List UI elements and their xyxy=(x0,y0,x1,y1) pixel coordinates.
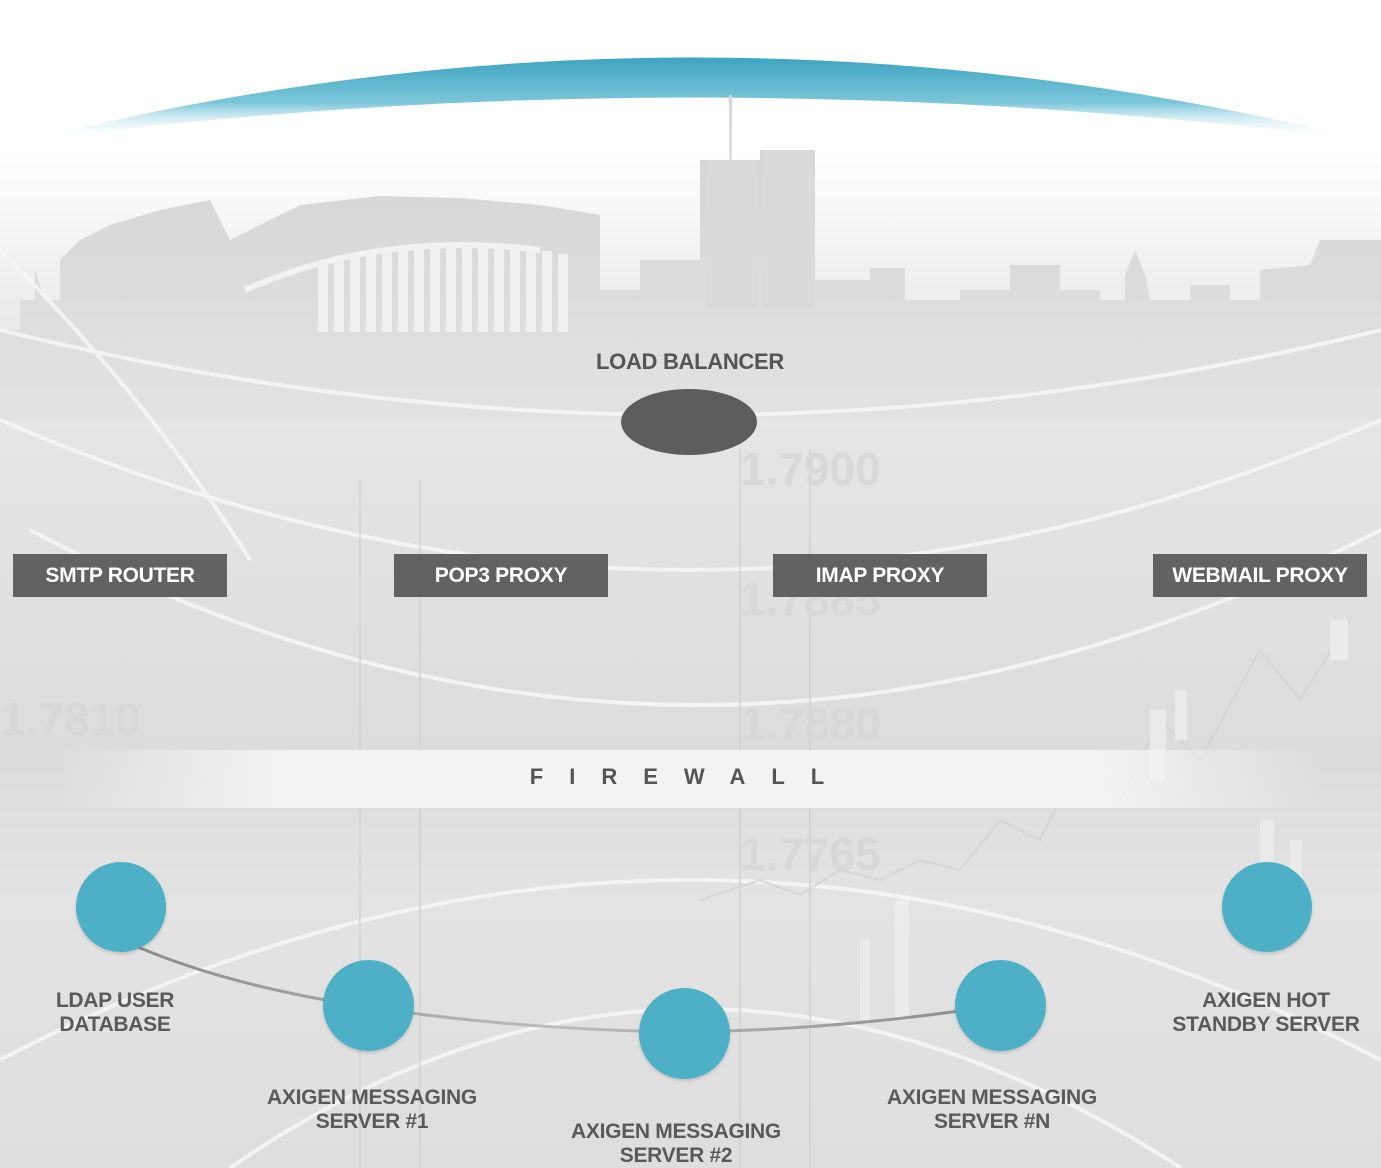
firewall-label: FIREWALL xyxy=(529,764,851,789)
hot-standby-label-line2: STANDBY SERVER xyxy=(1172,1013,1360,1036)
messaging-server-n-label: AXIGEN MESSAGING SERVER #N xyxy=(832,1086,1152,1134)
stadium-bars xyxy=(318,245,568,332)
messaging-server-n-label-line1: AXIGEN MESSAGING xyxy=(887,1086,1097,1109)
messaging-server-1-label: AXIGEN MESSAGING SERVER #1 xyxy=(212,1086,532,1134)
ldap-database-label-line2: DATABASE xyxy=(59,1013,171,1036)
imap-proxy-box[interactable]: IMAP PROXY xyxy=(773,554,987,597)
messaging-server-2-label-line1: AXIGEN MESSAGING xyxy=(571,1120,781,1143)
messaging-server-1-label-line2: SERVER #1 xyxy=(315,1110,429,1133)
hot-standby-label: AXIGEN HOT STANDBY SERVER xyxy=(1106,989,1381,1037)
messaging-server-n-label-line2: SERVER #N xyxy=(934,1110,1050,1133)
firewall-band xyxy=(60,750,1320,808)
messaging-server-2-label-line2: SERVER #2 xyxy=(619,1144,733,1167)
pop3-proxy-box[interactable]: POP3 PROXY xyxy=(394,554,608,597)
load-balancer-node[interactable] xyxy=(621,389,757,455)
messaging-server-n-node[interactable] xyxy=(955,960,1046,1051)
hot-standby-node[interactable] xyxy=(1222,862,1312,952)
messaging-server-2-node[interactable] xyxy=(639,988,730,1079)
internet-arc xyxy=(0,0,1381,150)
bg-figure-5: 1.7810 xyxy=(0,693,141,745)
ldap-database-node[interactable] xyxy=(76,862,166,952)
bg-figure-3: 1.7880 xyxy=(740,698,881,750)
messaging-server-2-label: AXIGEN MESSAGING SERVER #2 xyxy=(516,1120,836,1168)
messaging-server-1-label-line1: AXIGEN MESSAGING xyxy=(267,1086,477,1109)
load-balancer-label: LOAD BALANCER xyxy=(596,349,784,374)
background-candles xyxy=(860,620,1348,1020)
city-skyline xyxy=(0,95,1381,420)
bg-figure-1: 1.7900 xyxy=(740,443,881,495)
webmail-proxy-box[interactable]: WEBMAIL PROXY xyxy=(1153,554,1367,597)
ldap-database-label-line1: LDAP USER xyxy=(55,989,175,1012)
messaging-server-1-node[interactable] xyxy=(323,960,414,1051)
smtp-router-box[interactable]: SMTP ROUTER xyxy=(13,554,227,597)
background-figures: 1.7900 1.7885 1.7880 1.7765 1.7810 xyxy=(0,443,881,880)
server-connection-line xyxy=(121,938,1001,1034)
hot-standby-label-line1: AXIGEN HOT xyxy=(1202,989,1330,1012)
ldap-database-label: LDAP USER DATABASE xyxy=(0,989,275,1037)
bg-figure-4: 1.7765 xyxy=(740,828,881,880)
internet-label: I N T E R N E T xyxy=(549,35,831,56)
